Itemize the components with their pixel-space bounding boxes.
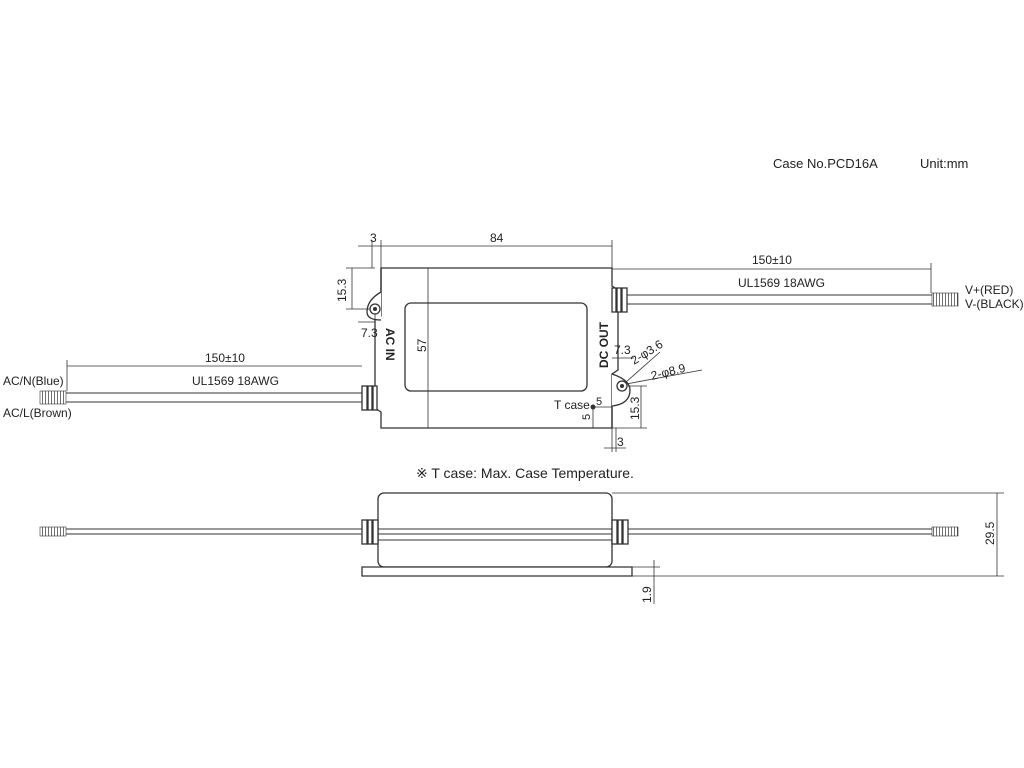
label-window bbox=[404, 302, 588, 392]
side-right-wire-strip bbox=[931, 526, 959, 537]
tcase-note: ※ T case: Max. Case Temperature. bbox=[416, 465, 634, 481]
hole-large-dim: 2-φ8.9 bbox=[649, 361, 687, 383]
left-strain-relief bbox=[361, 385, 378, 411]
wire-label-vminus: V-(BLACK) bbox=[965, 297, 1024, 311]
hole-large-leader bbox=[625, 369, 703, 385]
tcase-label: T case bbox=[554, 398, 590, 412]
case-body-side bbox=[377, 492, 613, 568]
right-hole-dim: 7.3 bbox=[614, 343, 631, 357]
width-dim: 84 bbox=[490, 231, 504, 245]
side-flange bbox=[361, 566, 633, 577]
wire-label-vplus: V+(RED) bbox=[965, 283, 1013, 297]
wire-label-acl: AC/L(Brown) bbox=[3, 406, 72, 420]
wire-label-acn: AC/N(Blue) bbox=[3, 374, 64, 388]
side-left-wire-strip bbox=[39, 526, 67, 537]
side-right-strain-relief bbox=[611, 519, 629, 545]
case-number: Case No.PCD16A bbox=[773, 156, 878, 171]
height-dim: 57 bbox=[415, 338, 429, 352]
left-mount-hole-center bbox=[373, 307, 377, 311]
right-mount-hole-center bbox=[620, 384, 624, 388]
right-cable-type: UL1569 18AWG bbox=[738, 276, 825, 290]
side-height-dim: 29.5 bbox=[983, 521, 997, 545]
ac-in-label: AC IN bbox=[383, 328, 397, 361]
right-wire-strip bbox=[931, 292, 959, 307]
hole-small-dim: 2-φ3.6 bbox=[628, 337, 665, 368]
left-tab-height: 15.3 bbox=[335, 278, 349, 302]
left-cable-type: UL1569 18AWG bbox=[192, 374, 279, 388]
tcase-y-dim: 5 bbox=[581, 414, 593, 420]
dc-out-label: DC OUT bbox=[597, 321, 611, 368]
top-view: AC/N(Blue) AC/L(Brown) V+(RED) V-(BLACK)… bbox=[3, 231, 1024, 452]
right-strain-relief bbox=[611, 287, 628, 313]
flange-dim: 1.9 bbox=[640, 586, 654, 603]
hole-small-leader bbox=[625, 351, 661, 383]
right-cable-length: 150±10 bbox=[752, 253, 792, 267]
unit-label: Unit:mm bbox=[920, 156, 968, 171]
left-hole-dim: 7.3 bbox=[361, 326, 378, 340]
side-view: 29.5 1.9 bbox=[39, 492, 1004, 604]
tcase-x-dim: 5 bbox=[596, 396, 602, 408]
side-left-strain-relief bbox=[361, 519, 379, 545]
right-tab-height: 15.3 bbox=[628, 396, 642, 420]
right-tab-offset: 3 bbox=[617, 435, 624, 449]
tab-offset-dim: 3 bbox=[370, 231, 377, 245]
left-cable-length: 150±10 bbox=[205, 351, 245, 365]
left-wire-strip bbox=[39, 390, 67, 405]
